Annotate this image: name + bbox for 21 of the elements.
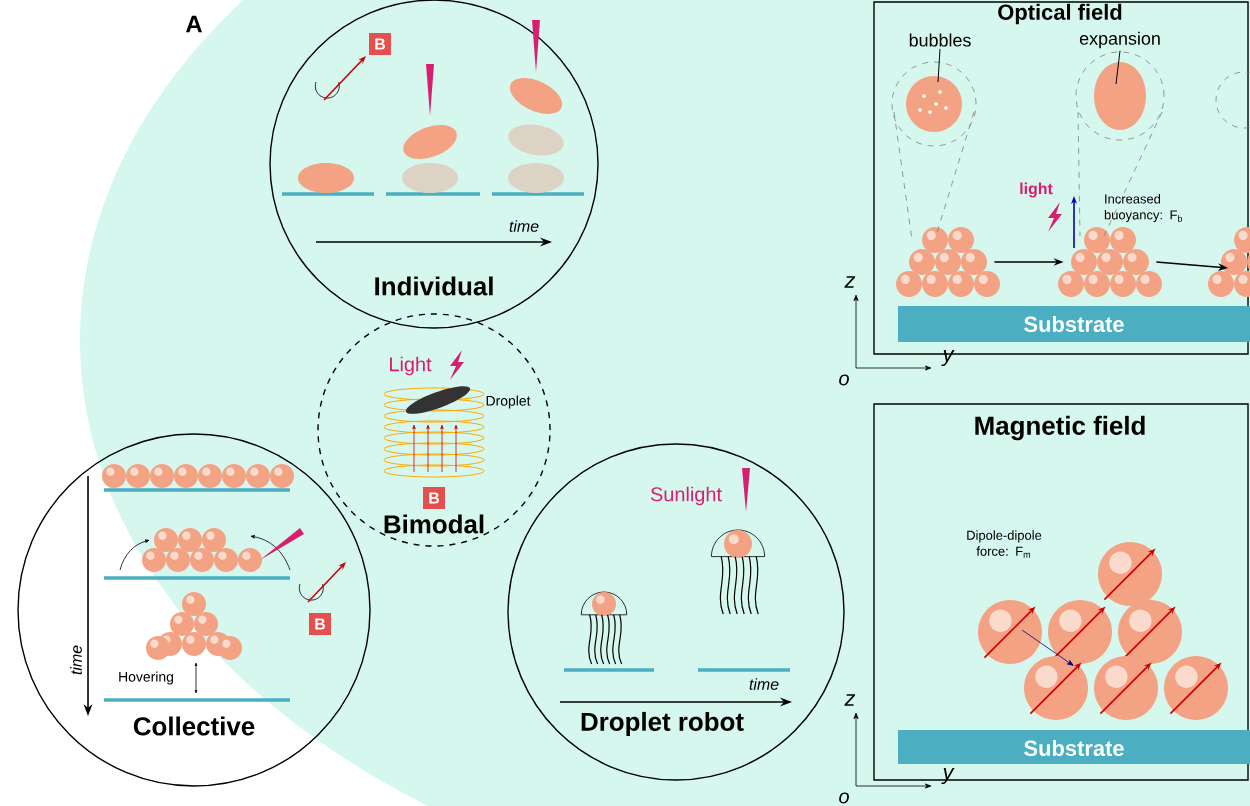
leader-line [937,48,941,83]
callout-text: bubbles [909,33,971,47]
leader-line [1115,50,1121,85]
axis-label: z [844,694,856,706]
sunlight-label: Sunlight [650,486,722,506]
axis-label: z [844,276,856,288]
panel-title: Magnetic field [975,415,1145,441]
panel-title: Droplet robot [581,711,744,737]
panel-title: Collective [133,716,255,736]
panel-title: Optical field [998,3,1122,25]
panel-letter: A [185,15,202,33]
droplet-cluster-drawing [896,227,1000,297]
light-label: Light [390,356,432,376]
axis-label: o [839,374,849,386]
substrate-bar: Substrate [898,730,1250,764]
droplet-cluster-drawing [1058,227,1162,297]
panel-title: Bimodal [384,514,484,534]
axis-label: o [839,792,849,804]
callout-text: expansion [1079,31,1160,49]
substrate-bar: Substrate [898,306,1250,342]
panel-title: Individual [375,276,493,296]
